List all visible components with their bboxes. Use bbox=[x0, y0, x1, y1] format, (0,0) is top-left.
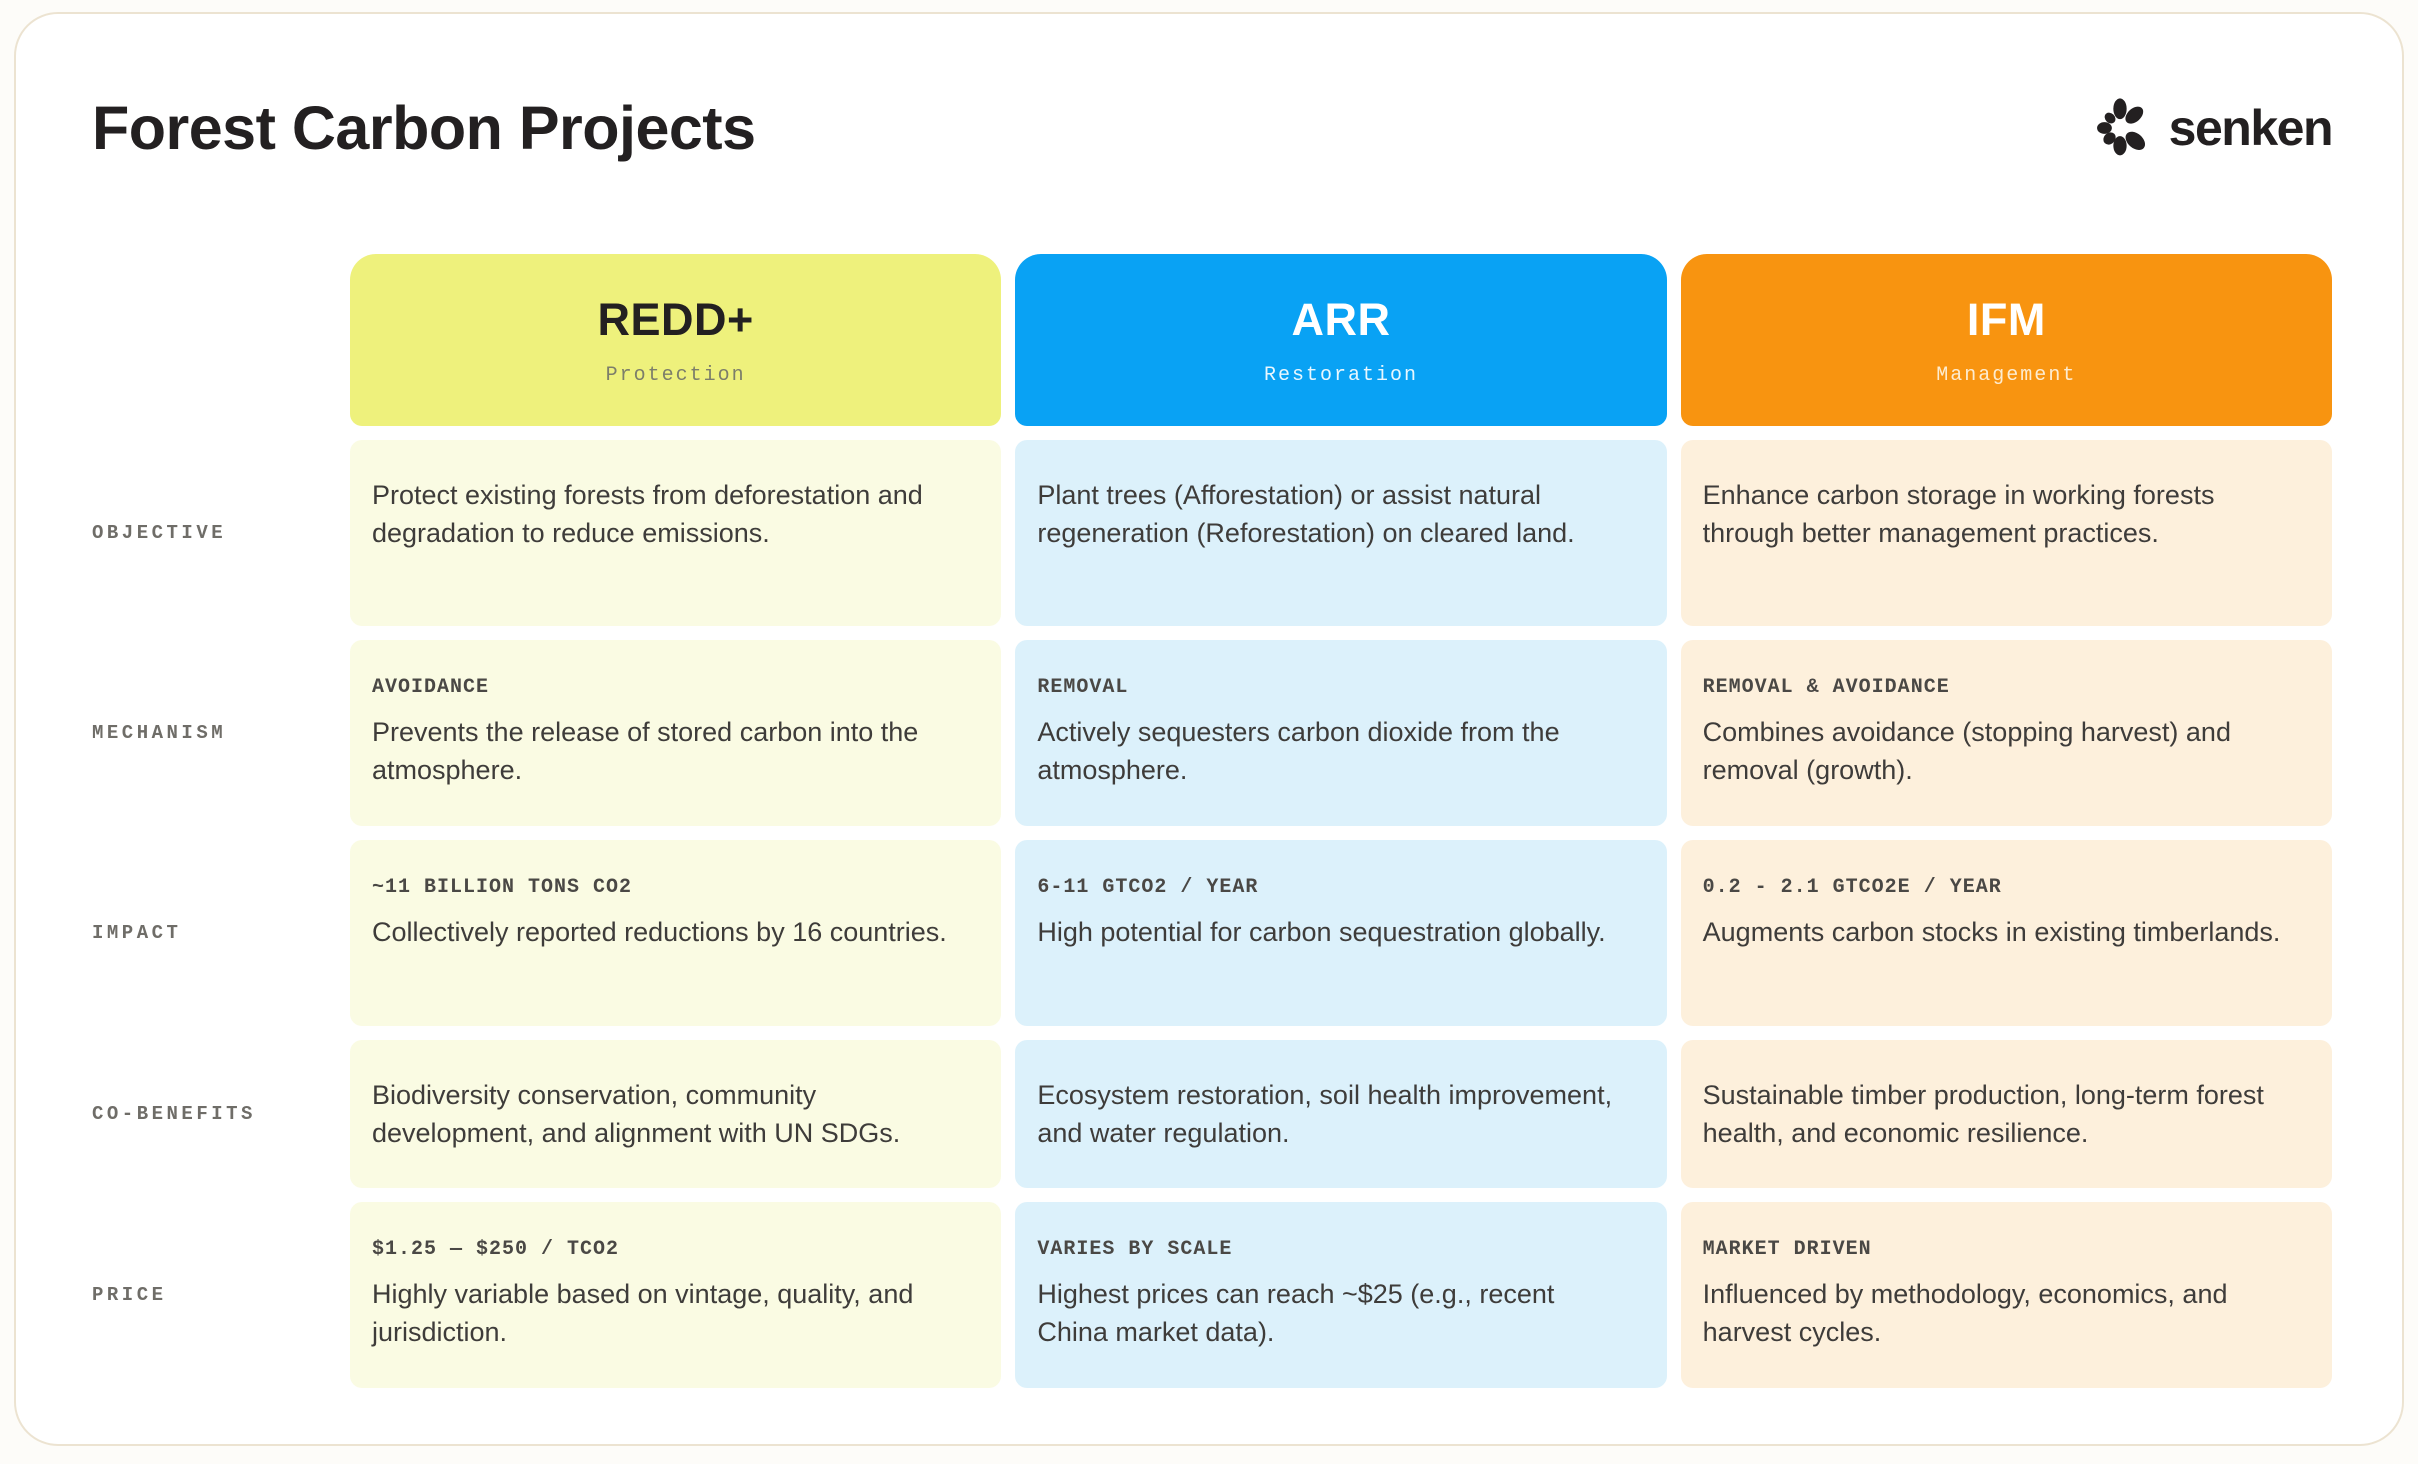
column-header-redd: REDD+ Protection bbox=[350, 254, 1002, 426]
cell-text: Collectively reported reductions by 16 c… bbox=[372, 917, 947, 947]
cell-badge: REMOVAL & AVOIDANCE bbox=[1702, 676, 1950, 699]
row-label-impact: IMPACT bbox=[92, 922, 182, 944]
brand-logo: senken bbox=[2083, 91, 2334, 165]
column-header-arr: ARR Restoration bbox=[1015, 254, 1667, 426]
topbar: Forest Carbon Projects senken bbox=[92, 76, 2334, 180]
corner-spacer bbox=[92, 254, 336, 426]
cell-text: Combines avoidance (stopping harvest) an… bbox=[1702, 717, 2231, 785]
cell-text: Actively sequesters carbon dioxide from … bbox=[1037, 717, 1560, 785]
cell-price-ifm: MARKET DRIVEN Influenced by methodology,… bbox=[1680, 1202, 2332, 1388]
cell-co-benefits-ifm: Sustainable timber production, long-term… bbox=[1680, 1040, 2332, 1188]
cell-text: Prevents the release of stored carbon in… bbox=[372, 717, 919, 785]
row-label-price: PRICE bbox=[92, 1284, 167, 1306]
row-label-mechanism: MECHANISM bbox=[92, 722, 227, 744]
cell-badge: 6-11 GTCO2 / YEAR bbox=[1037, 876, 1259, 899]
cell-badge: REMOVAL bbox=[1037, 676, 1129, 699]
cell-price-arr: VARIES BY SCALE Highest prices can reach… bbox=[1015, 1202, 1667, 1388]
column-header-ifm: IFM Management bbox=[1680, 254, 2332, 426]
column-title: IFM bbox=[1966, 293, 2046, 345]
cell-text: Sustainable timber production, long-term… bbox=[1702, 1080, 2264, 1148]
cell-badge: AVOIDANCE bbox=[372, 676, 490, 699]
column-tagline: Management bbox=[1936, 363, 2077, 387]
column-title: ARR bbox=[1291, 293, 1391, 345]
cell-objective-redd: Protect existing forests from deforestat… bbox=[350, 440, 1002, 626]
row-label-objective: OBJECTIVE bbox=[92, 522, 227, 544]
cell-text: Augments carbon stocks in existing timbe… bbox=[1702, 917, 2281, 947]
cell-mechanism-redd: AVOIDANCE Prevents the release of stored… bbox=[350, 640, 1002, 826]
cell-co-benefits-redd: Biodiversity conservation, community dev… bbox=[350, 1040, 1002, 1188]
column-tagline: Restoration bbox=[1263, 363, 1418, 387]
cell-objective-ifm: Enhance carbon storage in working forest… bbox=[1680, 440, 2332, 626]
cell-text: Enhance carbon storage in working forest… bbox=[1702, 480, 2215, 548]
cell-co-benefits-arr: Ecosystem restoration, soil health impro… bbox=[1015, 1040, 1667, 1188]
cell-text: Ecosystem restoration, soil health impro… bbox=[1037, 1080, 1613, 1148]
column-title: REDD+ bbox=[597, 293, 754, 345]
cell-text: Highly variable based on vintage, qualit… bbox=[372, 1279, 914, 1347]
cell-text: Biodiversity conservation, community dev… bbox=[372, 1080, 901, 1148]
cell-text: Protect existing forests from deforestat… bbox=[372, 480, 923, 548]
cell-badge: VARIES BY SCALE bbox=[1037, 1238, 1233, 1261]
cell-text: Highest prices can reach ~$25 (e.g., rec… bbox=[1037, 1279, 1555, 1347]
cell-impact-ifm: 0.2 - 2.1 GTCO2E / YEAR Augments carbon … bbox=[1680, 840, 2332, 1026]
cell-text: Plant trees (Afforestation) or assist na… bbox=[1037, 480, 1575, 548]
comparison-table: REDD+ Protection ARR Restoration IFM Man… bbox=[92, 254, 2332, 1388]
column-tagline: Protection bbox=[605, 363, 746, 387]
main-card: Forest Carbon Projects senken REDD+ Prot bbox=[14, 12, 2404, 1446]
row-label-co-benefits: CO-BENEFITS bbox=[92, 1103, 256, 1125]
senken-flower-icon bbox=[2083, 91, 2157, 165]
cell-objective-arr: Plant trees (Afforestation) or assist na… bbox=[1015, 440, 1667, 626]
cell-mechanism-ifm: REMOVAL & AVOIDANCE Combines avoidance (… bbox=[1680, 640, 2332, 826]
cell-badge: 0.2 - 2.1 GTCO2E / YEAR bbox=[1702, 876, 2002, 899]
cell-mechanism-arr: REMOVAL Actively sequesters carbon dioxi… bbox=[1015, 640, 1667, 826]
cell-impact-arr: 6-11 GTCO2 / YEAR High potential for car… bbox=[1015, 840, 1667, 1026]
brand-name: senken bbox=[2168, 100, 2334, 156]
cell-badge: $1.25 — $250 / TCO2 bbox=[372, 1238, 620, 1261]
page-title: Forest Carbon Projects bbox=[92, 94, 756, 162]
cell-text: High potential for carbon sequestration … bbox=[1037, 917, 1606, 947]
cell-price-redd: $1.25 — $250 / TCO2 Highly variable base… bbox=[350, 1202, 1002, 1388]
cell-impact-redd: ~11 BILLION TONS CO2 Collectively report… bbox=[350, 840, 1002, 1026]
cell-badge: ~11 BILLION TONS CO2 bbox=[372, 876, 633, 899]
cell-text: Influenced by methodology, economics, an… bbox=[1702, 1279, 2228, 1347]
cell-badge: MARKET DRIVEN bbox=[1702, 1238, 1872, 1261]
